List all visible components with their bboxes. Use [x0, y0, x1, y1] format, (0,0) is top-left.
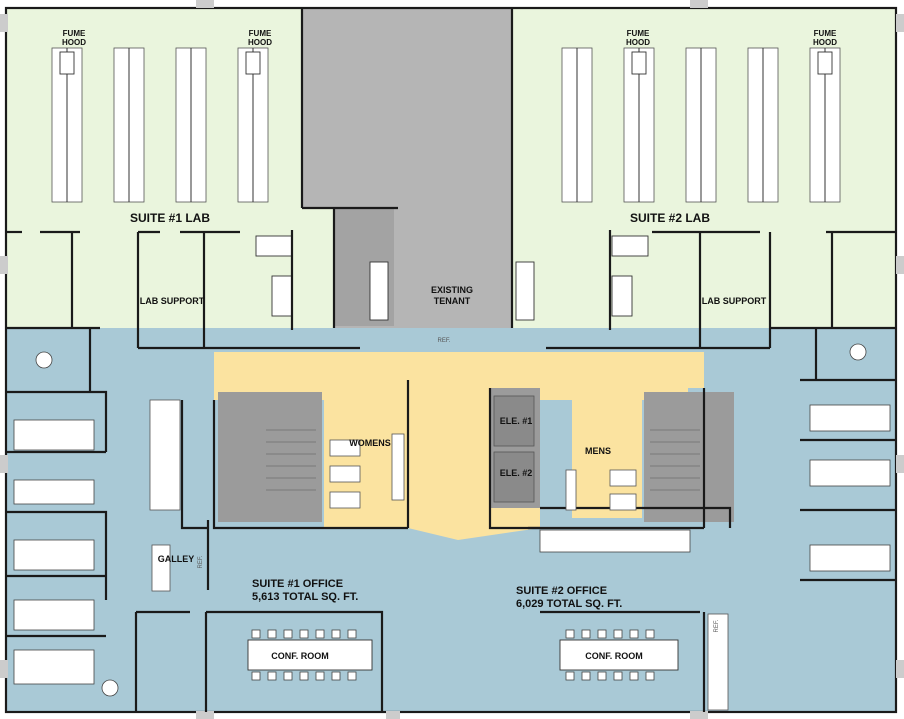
stair-east: [644, 392, 734, 522]
conference-tables: [247, 629, 679, 681]
existing-tenant-label-b: TENANT: [434, 296, 471, 306]
fume-hood-label-3a: FUME: [627, 29, 650, 38]
office-walls: [6, 328, 896, 712]
lab-benches-suite1: [51, 47, 269, 203]
mens-label: MENS: [585, 446, 611, 456]
ele1-label: ELE. #1: [500, 416, 533, 426]
fume-hood-label-1a: FUME: [63, 29, 86, 38]
suite1-lab-label: SUITE #1 LAB: [130, 211, 210, 225]
tenant-ref-label: REF.: [437, 338, 450, 344]
suite1-office-area: 5,613 TOTAL SQ. FT.: [252, 591, 358, 603]
lab-support-walls: [6, 8, 896, 350]
suite2-office-label: SUITE #2 OFFICE: [516, 585, 607, 597]
fume-hood-label-4a: FUME: [814, 29, 837, 38]
suite2-lab-label: SUITE #2 LAB: [630, 211, 710, 225]
text-labels: FUME HOOD FUME HOOD FUME HOOD FUME HOOD …: [62, 29, 837, 661]
fume-hood-label-1b: HOOD: [62, 38, 86, 47]
restroom-fixtures: [329, 395, 637, 511]
existing-tenant-zone: [302, 8, 512, 208]
fume-hood-label-3b: HOOD: [626, 38, 650, 47]
ele2-label: ELE. #2: [500, 468, 533, 478]
existing-tenant-label-a: EXISTING: [431, 285, 473, 295]
galley-label: GALLEY: [158, 554, 195, 564]
stairs-detail: [266, 429, 700, 491]
stair-west: [218, 392, 322, 522]
workstations: [13, 343, 891, 697]
womens-label: WOMENS: [349, 438, 391, 448]
conf-room-label-2: CONF. ROOM: [585, 651, 643, 661]
suite2-office-area: 6,029 TOTAL SQ. FT.: [516, 598, 622, 610]
lab-support-label-2: LAB SUPPORT: [702, 296, 767, 306]
galley-ref-label: REF.: [198, 555, 204, 568]
suite1-office-label: SUITE #1 OFFICE: [252, 578, 343, 590]
lab-support-label-1: LAB SUPPORT: [140, 296, 205, 306]
lab-benches-suite2: [561, 47, 841, 203]
suite2-ref-label: REF.: [714, 619, 720, 632]
fume-hood-label-2a: FUME: [249, 29, 272, 38]
fume-hood-label-2b: HOOD: [248, 38, 272, 47]
fume-hood-label-4b: HOOD: [813, 38, 837, 47]
conf-room-label-1: CONF. ROOM: [271, 651, 329, 661]
